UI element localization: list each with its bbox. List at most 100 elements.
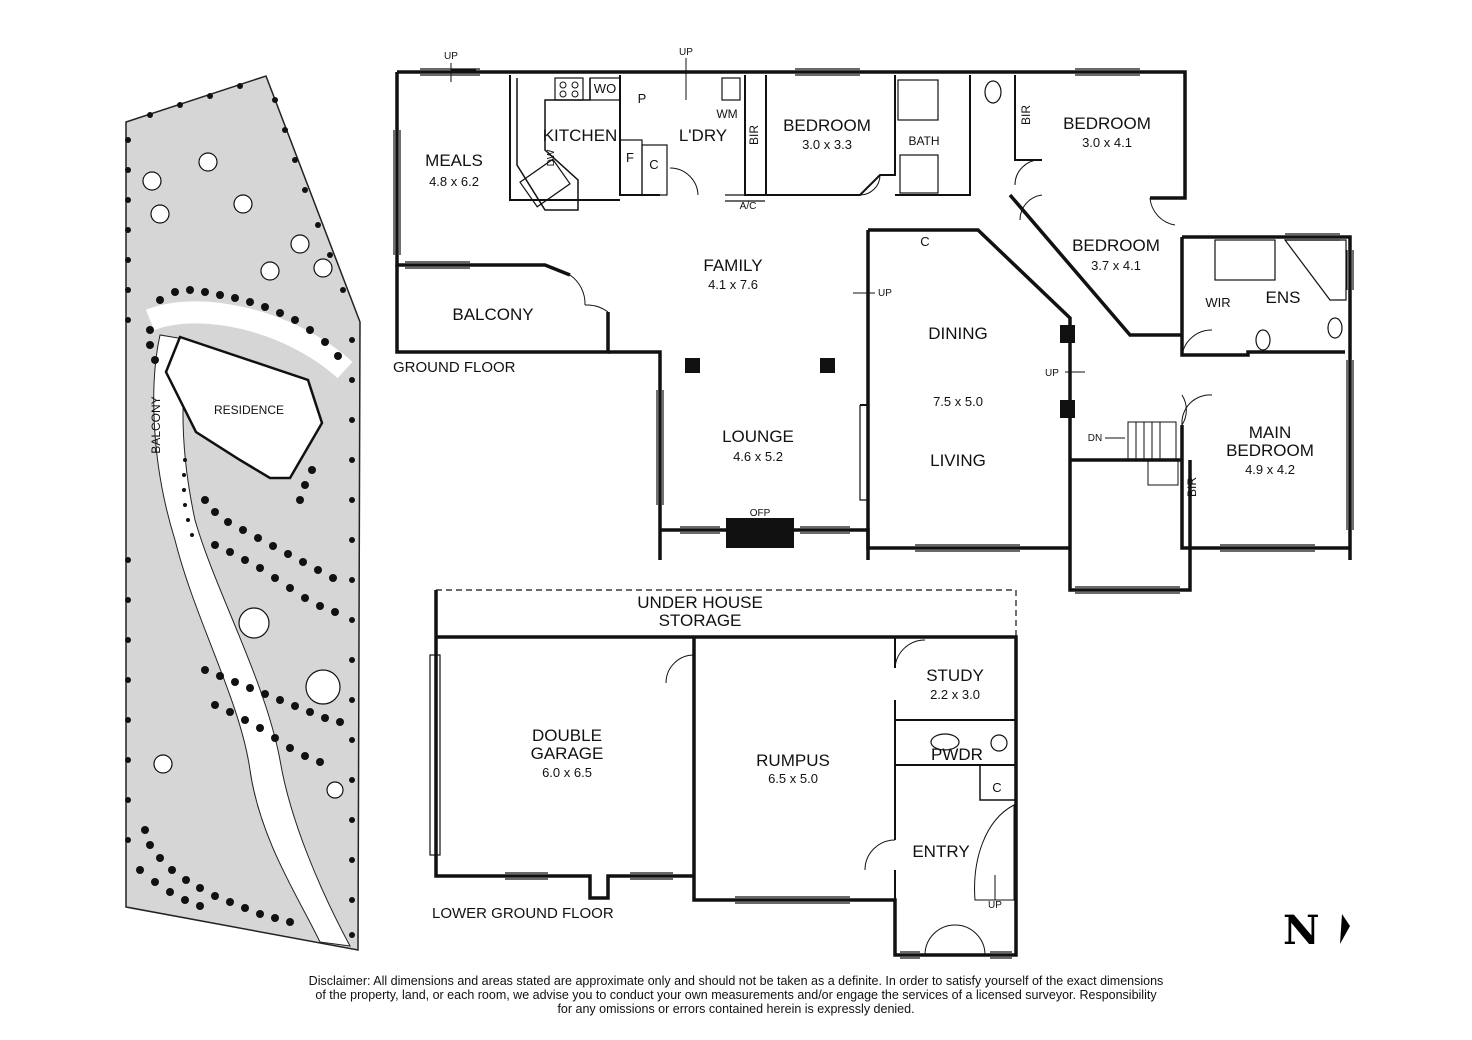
wall bbox=[866, 230, 1070, 550]
bir-label-main-bedroom: BIR bbox=[1185, 477, 1199, 497]
bedroom-4-dim: 3.7 x 4.1 bbox=[1091, 258, 1141, 273]
bedroom-2-dim: 3.0 x 3.3 bbox=[802, 137, 852, 152]
bath-room-name: BATH bbox=[908, 134, 939, 148]
lounge-room-name: LOUNGE bbox=[722, 427, 794, 446]
hedge-lower-curve bbox=[136, 826, 294, 926]
kitchen-room-name: KITCHEN bbox=[543, 126, 618, 145]
hedge-mid-curves bbox=[201, 466, 344, 766]
trees bbox=[142, 152, 344, 799]
tree-icon bbox=[305, 669, 341, 705]
wall bbox=[1014, 75, 1042, 161]
lower-ground-floor bbox=[429, 589, 1018, 959]
wall bbox=[979, 765, 1016, 801]
stairs-up-label-family: UP bbox=[878, 288, 892, 299]
entry-stairs-up-label: UP bbox=[988, 900, 1002, 911]
wall bbox=[395, 72, 571, 277]
entry-staircase-icon bbox=[974, 804, 1015, 901]
tree-icon bbox=[290, 234, 310, 254]
wall bbox=[436, 635, 1018, 957]
doors bbox=[665, 639, 986, 956]
wall-oven-label: WO bbox=[594, 81, 616, 96]
washing-machine-label: WM bbox=[716, 107, 737, 121]
wall bbox=[434, 590, 694, 900]
wall bbox=[395, 265, 610, 354]
wall bbox=[608, 350, 662, 560]
column bbox=[1060, 400, 1075, 418]
meals-room-name: MEALS bbox=[425, 151, 483, 170]
laundry-tub-icon bbox=[721, 77, 741, 101]
main-bedroom-dim: 4.9 x 4.2 bbox=[1245, 462, 1295, 477]
bir-label-bedroom-2: BIR bbox=[747, 125, 761, 145]
wall bbox=[1180, 425, 1350, 550]
pwdr-toilet-icon bbox=[990, 734, 1008, 752]
pwdr-name: PWDR bbox=[931, 745, 983, 764]
entry-name: ENTRY bbox=[912, 842, 969, 861]
stair-arrows bbox=[450, 58, 1125, 439]
disclaimer-line-1: Disclaimer: All dimensions and areas sta… bbox=[308, 974, 1164, 988]
garden-path bbox=[145, 301, 353, 379]
lounge-room-dim: 4.6 x 5.2 bbox=[733, 449, 783, 464]
laundry-room-name: L'DRY bbox=[679, 126, 727, 145]
wall bbox=[859, 405, 868, 501]
staircase-icon bbox=[1127, 421, 1179, 486]
column bbox=[820, 358, 835, 373]
garage-dim: 6.0 x 6.5 bbox=[542, 765, 592, 780]
tree-icon bbox=[260, 261, 280, 281]
bedroom-2-name: BEDROOM bbox=[783, 116, 871, 135]
storage-dashed-outline bbox=[436, 589, 1017, 636]
ens-room-name: ENS bbox=[1266, 288, 1301, 307]
wall bbox=[895, 75, 971, 196]
ground-floor-label: GROUND FLOOR bbox=[393, 359, 516, 376]
ensuite-toilet-icon bbox=[1255, 329, 1271, 351]
cooktop-burner-icon bbox=[571, 90, 579, 98]
garage-door bbox=[429, 654, 441, 856]
wall bbox=[509, 75, 620, 201]
fireplace-icon bbox=[726, 518, 794, 548]
wall bbox=[1008, 193, 1182, 337]
wall bbox=[1180, 237, 1345, 357]
tree-icon bbox=[326, 781, 344, 799]
fridge-box bbox=[619, 139, 643, 196]
balcony-room-name: BALCONY bbox=[452, 305, 533, 324]
toilet-icon bbox=[984, 80, 1002, 104]
ground-floor bbox=[393, 68, 1354, 594]
hedge-upper-curve bbox=[146, 286, 342, 364]
site-boundary bbox=[125, 75, 361, 951]
pantry-box bbox=[589, 77, 621, 101]
cooktop-burner-icon bbox=[571, 81, 579, 89]
fridge-label: F bbox=[626, 150, 634, 165]
bath-tub-icon bbox=[897, 79, 939, 121]
meals-room-dim: 4.8 x 6.2 bbox=[429, 174, 479, 189]
bir-label-bedroom-3: BIR bbox=[1019, 105, 1033, 125]
residence-label: RESIDENCE bbox=[214, 403, 284, 417]
column bbox=[1060, 325, 1075, 343]
pwdr-basin-icon bbox=[930, 733, 960, 751]
storage-name-line1: UNDER HOUSE bbox=[637, 593, 763, 612]
cooktop-burner-icon bbox=[559, 90, 567, 98]
disclaimer-line-2: of the property, land, or each room, we … bbox=[315, 988, 1157, 1002]
sink-icon bbox=[519, 158, 571, 208]
shower-icon bbox=[899, 154, 939, 194]
tree-icon bbox=[153, 754, 173, 774]
windows bbox=[505, 872, 1012, 959]
dining-cupboard-label: C bbox=[920, 234, 929, 249]
entry-cupboard-label: C bbox=[992, 780, 1001, 795]
hedge-boundary bbox=[125, 83, 355, 938]
hedge-rows bbox=[125, 83, 355, 938]
cooktop-icon bbox=[554, 77, 584, 101]
tree-icon bbox=[313, 258, 333, 278]
wall bbox=[766, 75, 896, 196]
stairs-down-label: DN bbox=[1088, 433, 1102, 444]
garage-name-line1: DOUBLE bbox=[532, 726, 602, 745]
bedroom-3-name: BEDROOM bbox=[1063, 114, 1151, 133]
disclaimer-line-3: for any omissions or errors contained he… bbox=[557, 1002, 915, 1016]
ensuite-basin-icon bbox=[1327, 317, 1343, 339]
bedroom-4-name: BEDROOM bbox=[1072, 236, 1160, 255]
pantry-label: P bbox=[638, 91, 647, 106]
wall bbox=[868, 228, 1072, 548]
tree-icon bbox=[198, 152, 218, 172]
windows bbox=[393, 68, 1354, 594]
hedge-driveway-edge bbox=[182, 458, 194, 537]
tree-icon bbox=[142, 171, 162, 191]
